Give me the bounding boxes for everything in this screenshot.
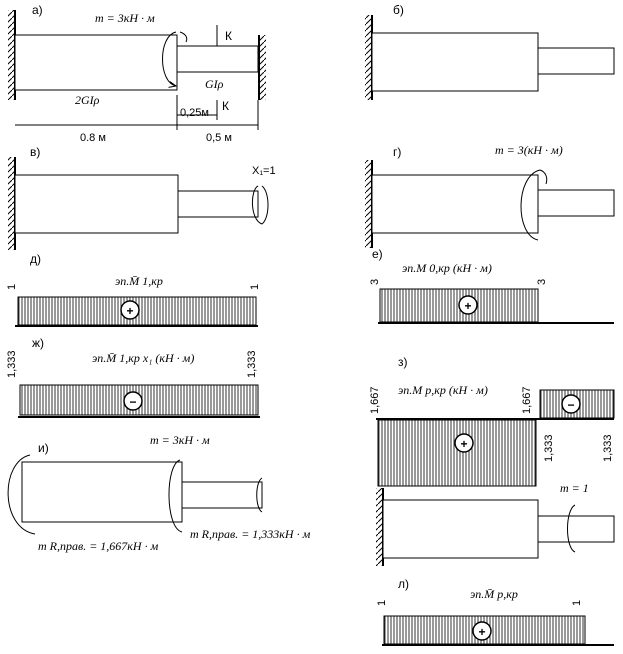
- diagram-d-title: эп.M̄ 1,кр: [115, 274, 163, 288]
- panel-e-label: е): [372, 247, 383, 261]
- moment-label-a: m = 3кН · м: [95, 11, 155, 25]
- panel-b-label: б): [393, 3, 404, 17]
- moment-arrow-a-tip: [179, 31, 188, 43]
- diagram-z-value-4: 1,333: [602, 434, 614, 462]
- panel-g: г) m = 3(кН · м): [365, 143, 615, 248]
- panel-b: б): [365, 3, 615, 100]
- panel-l: л) эп.M̄ р,кр 1 1 +: [376, 577, 614, 646]
- dim-08-label: 0.8 м: [80, 132, 106, 144]
- minus-sign-z: [561, 394, 581, 414]
- shaft-large: [14, 34, 178, 91]
- panel-e: е) эп.M 0,кр (кН · м) 3 3 +: [369, 247, 614, 324]
- diagram-zh-left-value: 1,333: [6, 350, 18, 378]
- panel-i-label: и): [38, 441, 49, 455]
- diagram-e-title: эп.M 0,кр (кН · м): [402, 261, 492, 275]
- shaft-large-v: [14, 174, 179, 234]
- diagram-z-value-1: 1,667: [369, 386, 381, 414]
- plus-sign-l-text: +: [478, 625, 485, 639]
- panel-zh-label: ж): [32, 336, 44, 350]
- shaft-large-i: [21, 461, 183, 523]
- panel-z: з) эп.M р,кр (кН · м) 1,667 1,667 1,333 …: [369, 355, 615, 487]
- diagram-zh-title: эп.M̄ 1,кр x₁ (кН · м): [92, 351, 194, 365]
- plus-sign-z-text: +: [460, 437, 467, 451]
- panel-g-label: г): [393, 145, 401, 159]
- left-reaction-arrow: [7, 454, 36, 535]
- panel-z-label: з): [398, 355, 408, 369]
- moment-arrow-g: [520, 169, 541, 241]
- shaft-large-b: [371, 32, 539, 92]
- moment-label-k: m = 1: [560, 481, 589, 495]
- diagram-z-title: эп.M р,кр (кН · м): [398, 383, 488, 397]
- panel-v: в) X₁=1: [8, 145, 276, 250]
- moment-arrow-g-tip: [539, 169, 548, 185]
- section-k-label: К: [225, 29, 232, 43]
- wall-k-hatch: [376, 488, 383, 566]
- minus-sign-z-text: −: [567, 398, 574, 412]
- diagram-d-right-value: 1: [249, 284, 261, 290]
- plus-sign-d: [120, 300, 140, 320]
- panel-a: а) m = 3кН · м К GIρ 2GIρ 0.8 м 0,25м 0,…: [8, 3, 266, 144]
- dim-025-label: 0,25м: [180, 107, 209, 119]
- shaft-large-g: [371, 174, 539, 234]
- right-reaction-label: m R,прав. = 1,333кН · м: [190, 527, 311, 541]
- diagram-z-value-2: 1,667: [521, 386, 533, 414]
- moment-arrow-i: [168, 459, 183, 533]
- diagram-z-value-3: 1,333: [543, 434, 555, 462]
- panel-d: д) эп.M̄ 1,кр 1 1 +: [6, 252, 261, 327]
- panel-a-label: а): [32, 3, 43, 17]
- shaft-small: [176, 45, 259, 73]
- wall-b-hatch: [365, 15, 372, 100]
- diagram-l-title: эп.M̄ р,кр: [470, 587, 518, 601]
- panel-v-label: в): [30, 145, 40, 159]
- diagram-zh-right-value: 1,333: [246, 350, 258, 378]
- minus-sign-zh: [123, 391, 143, 411]
- diagram-d-left-value: 1: [6, 284, 18, 290]
- moment-label-i: m = 3кН · м: [150, 433, 210, 447]
- shaft-small-b: [537, 47, 615, 75]
- plus-sign-l: [472, 621, 492, 641]
- moment-arrow-a: [162, 31, 177, 86]
- wall-right-hatch: [259, 35, 266, 100]
- plus-sign-e-text: +: [464, 299, 471, 313]
- wall-v-hatch: [8, 157, 15, 250]
- dim-05-label: 0,5 м: [206, 132, 232, 144]
- diagram-l-left-value: 1: [376, 600, 388, 606]
- shaft-small-g: [537, 189, 615, 217]
- minus-sign-zh-text: −: [129, 395, 136, 409]
- shaft-small-k: [537, 515, 615, 543]
- gip-label: GIρ: [205, 77, 224, 91]
- right-reaction-arrow: [256, 477, 263, 513]
- left-reaction-label: m R,прав. = 1,667кН · м: [38, 539, 159, 553]
- shaft-small-v: [177, 190, 259, 218]
- moment-label-g: m = 3(кН · м): [495, 143, 563, 157]
- moment-arrow-k: [567, 504, 576, 553]
- x1-label: X₁=1: [252, 165, 276, 177]
- wall-g-hatch: [365, 160, 372, 248]
- panel-l-label: л): [398, 577, 409, 591]
- plus-sign-d-text: +: [126, 304, 133, 318]
- plus-sign-e: [458, 295, 478, 315]
- wall-left-hatch: [8, 10, 15, 100]
- x1-moment-arrow: [252, 185, 269, 225]
- plus-sign-z: [454, 433, 474, 453]
- diagram-z-positive-fill: [377, 419, 537, 487]
- gip2-label: 2GIρ: [75, 93, 100, 107]
- section-k-label-2: К: [222, 99, 229, 113]
- diagram-e-right-value: 3: [536, 279, 548, 285]
- diagram-e-left-value: 3: [369, 279, 381, 285]
- panel-i: и) m = 3кН · м m R,прав. = 1,667кН · м m…: [7, 433, 311, 553]
- shaft-small-i: [181, 481, 263, 509]
- diagram-l-right-value: 1: [571, 600, 583, 606]
- panel-k: к) m = 1: [376, 481, 615, 566]
- panel-d-label: д): [30, 252, 41, 266]
- panel-zh: ж) эп.M̄ 1,кр x₁ (кН · м) 1,333 1,333 −: [6, 336, 260, 418]
- shaft-large-k: [382, 499, 539, 559]
